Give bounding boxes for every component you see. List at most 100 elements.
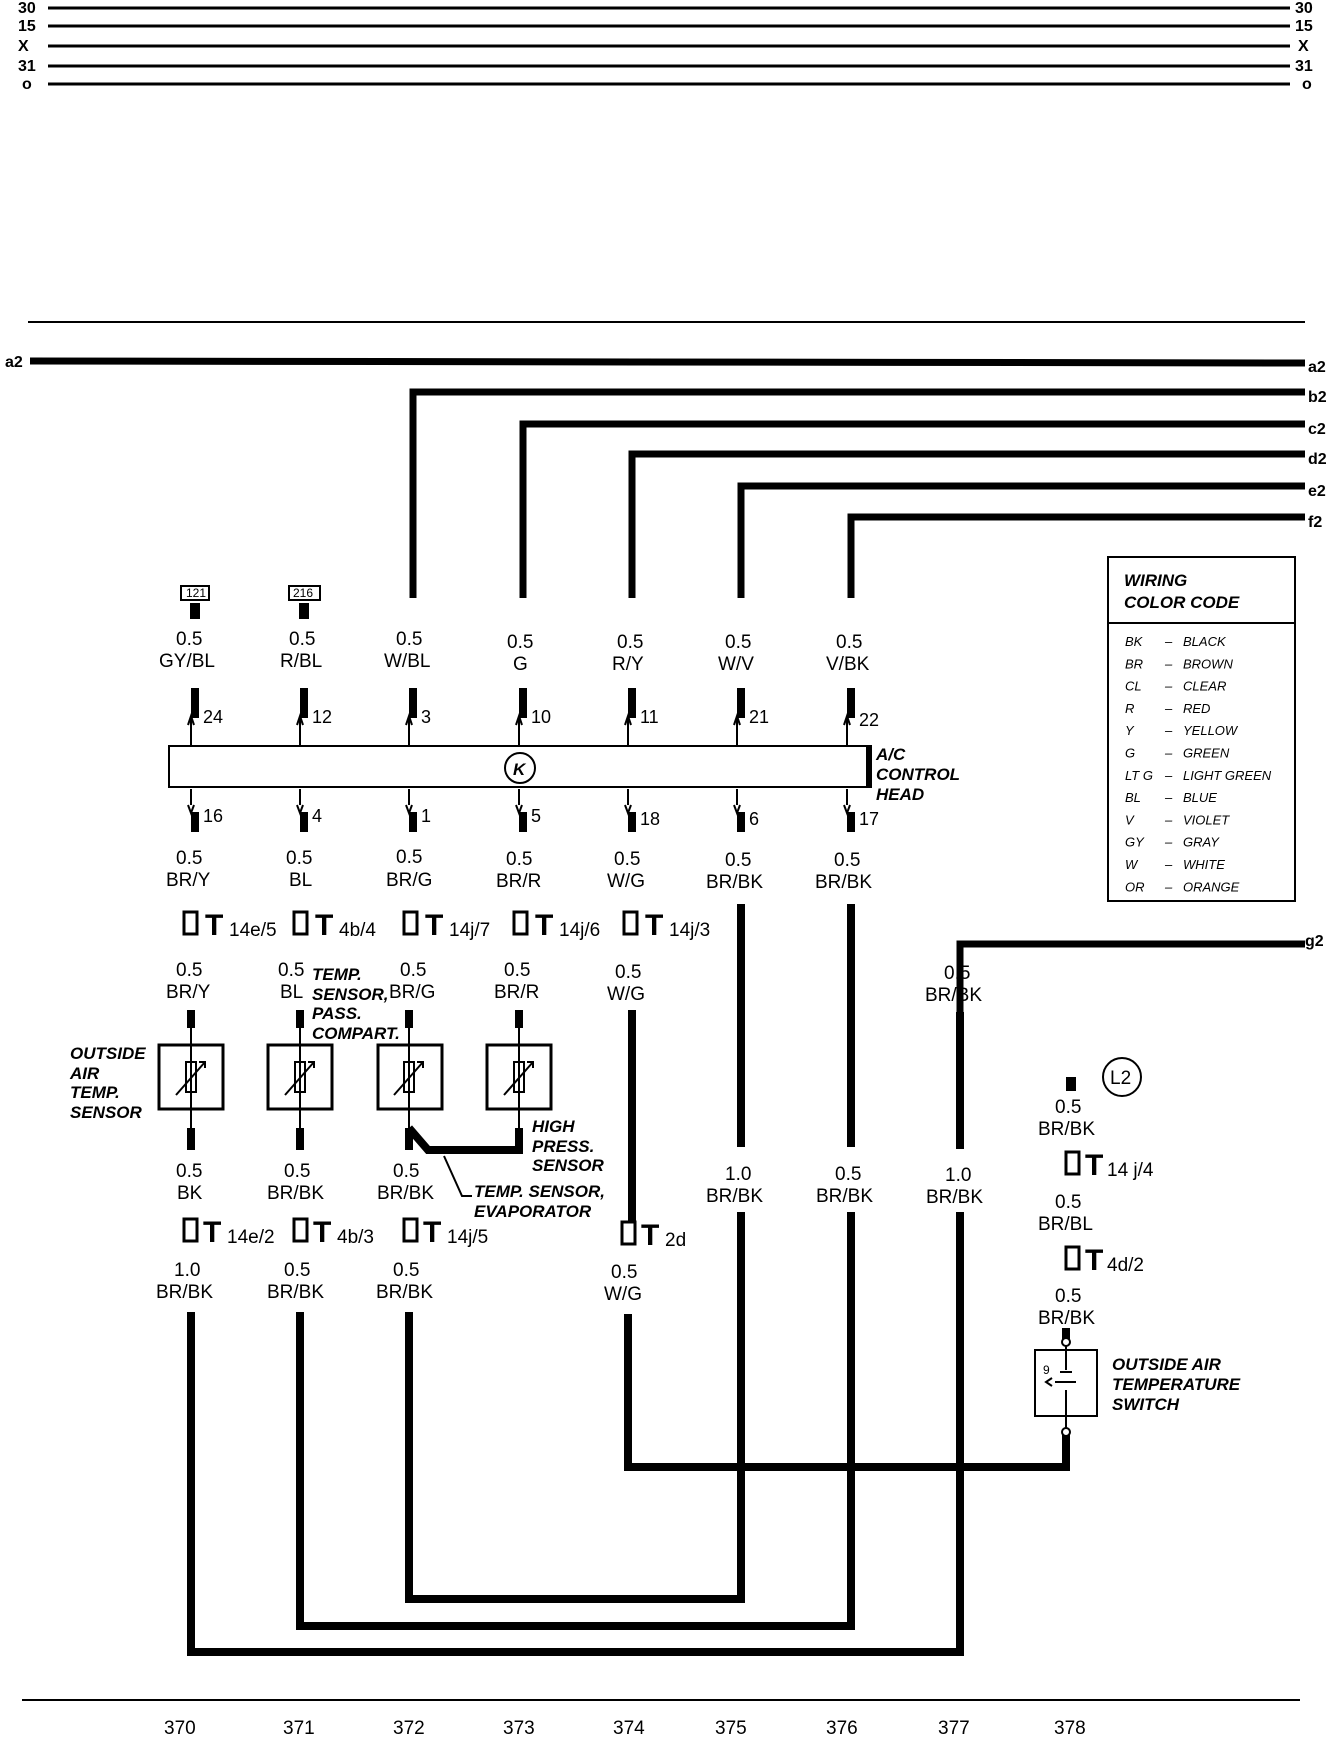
svg-text:1.0: 1.0 (725, 1164, 751, 1185)
svg-text:0.5: 0.5 (284, 1161, 310, 1182)
svg-text:0.5: 0.5 (725, 850, 751, 871)
legend-name: BLACK (1183, 634, 1227, 649)
temp-sensors (157, 1043, 553, 1111)
bottom-wire-labels: 1.0 BR/BK 0.5 BR/BK 0.5 BR/BK 0.5 W/G (156, 1260, 642, 1305)
svg-text:4: 4 (312, 806, 322, 826)
svg-text:BR/Y: BR/Y (166, 982, 211, 1003)
svg-text:0.5: 0.5 (835, 1164, 861, 1185)
svg-text:K: K (513, 760, 527, 779)
svg-text:11: 11 (640, 707, 659, 727)
svg-text:374: 374 (613, 1718, 645, 1739)
svg-text:G: G (513, 654, 528, 675)
svg-text:0.5: 0.5 (944, 963, 970, 984)
legend-dash: – (1164, 723, 1173, 738)
svg-text:0.5: 0.5 (504, 960, 530, 981)
legend-name: LIGHT GREEN (1183, 768, 1272, 783)
svg-text:BR/BK: BR/BK (1038, 1308, 1095, 1329)
svg-text:T: T (313, 1216, 331, 1249)
svg-text:W/BL: W/BL (384, 651, 430, 672)
svg-text:0.5: 0.5 (725, 632, 751, 653)
bus-label-31-right: 31 (1295, 58, 1313, 75)
svg-text:BL: BL (289, 870, 312, 891)
svg-text:9: 9 (1043, 1363, 1050, 1377)
wire-e2 (737, 482, 1305, 598)
bus-label-15-right: 15 (1295, 18, 1313, 35)
legend-dash: – (1164, 746, 1173, 761)
svg-text:0.5: 0.5 (278, 960, 304, 981)
legend-code: OR (1125, 879, 1145, 894)
svg-text:V/BK: V/BK (826, 654, 870, 675)
svg-text:0.5: 0.5 (507, 632, 533, 653)
legend-code: CL (1125, 679, 1142, 694)
top-wire-labels: 0.5 GY/BL 0.5 R/BL 0.5 W/BL 0.5 G 0.5 R/… (159, 629, 870, 675)
legend-name: BROWN (1183, 656, 1233, 671)
svg-text:TEMPERATURE: TEMPERATURE (1112, 1375, 1241, 1394)
wiring-color-legend: WIRING COLOR CODE BK–BLACKBR–BROWNCL–CLE… (1107, 556, 1296, 902)
svg-text:T: T (645, 909, 663, 942)
svg-text:T: T (425, 909, 443, 942)
svg-text:370: 370 (164, 1718, 196, 1739)
legend-rows: BK–BLACKBR–BROWNCL–CLEARR–REDY–YELLOWG–G… (1125, 634, 1272, 894)
terminals-row1: T 14e/5 T 4b/4 T 14j/7 T 14j/6 T 14j/3 (182, 909, 710, 942)
svg-text:BR/G: BR/G (389, 982, 435, 1003)
svg-text:2d: 2d (665, 1230, 686, 1251)
bus-label-o-right: o (1302, 76, 1312, 93)
svg-text:17: 17 (859, 809, 879, 829)
legend-code: GY (1125, 835, 1145, 850)
svg-text:T: T (641, 1219, 659, 1252)
svg-text:WIRING: WIRING (1124, 571, 1187, 590)
svg-text:4d/2: 4d/2 (1107, 1255, 1144, 1276)
svg-text:TEMP.: TEMP. (70, 1083, 120, 1102)
svg-text:376: 376 (826, 1718, 858, 1739)
svg-text:0.5: 0.5 (400, 960, 426, 981)
svg-text:14e/5: 14e/5 (229, 920, 277, 941)
svg-text:4b/3: 4b/3 (337, 1227, 374, 1248)
svg-text:121: 121 (186, 586, 206, 600)
terminal-14e2: T 14e/2 (182, 1216, 275, 1249)
svg-text:375: 375 (715, 1718, 747, 1739)
svg-text:0.5: 0.5 (176, 848, 202, 869)
sensor-wire-labels-below: 0.5 BK 0.5 BR/BK 0.5 BR/BK 1.0 BR/BK 0.5… (176, 1161, 983, 1208)
control-head-top-pin-arrows (187, 712, 851, 745)
svg-text:0.5: 0.5 (1055, 1192, 1081, 1213)
svg-text:HIGH: HIGH (532, 1117, 575, 1136)
control-head-label: A/C CONTROL HEAD (875, 745, 960, 804)
ground-return-wires (187, 1212, 1070, 1656)
legend-name: GRAY (1183, 835, 1220, 850)
svg-text:0.5: 0.5 (176, 1161, 202, 1182)
wire-a2 (29, 357, 1306, 367)
svg-text:BR/G: BR/G (386, 870, 432, 891)
svg-text:W/V: W/V (718, 654, 754, 675)
svg-text:1.0: 1.0 (174, 1260, 200, 1281)
label-a2-left: a2 (5, 354, 23, 371)
legend-name: CLEAR (1183, 679, 1226, 694)
sensor-link-wire (405, 1125, 523, 1154)
bus-label-o-left: o (22, 76, 32, 93)
label-a2-right: a2 (1308, 359, 1326, 376)
svg-text:W/G: W/G (604, 1284, 642, 1305)
svg-text:0.5: 0.5 (396, 847, 422, 868)
svg-text:R/Y: R/Y (612, 654, 644, 675)
label-b2: b2 (1308, 389, 1327, 406)
svg-text:0.5: 0.5 (176, 960, 202, 981)
svg-text:378: 378 (1054, 1718, 1086, 1739)
wire-f2 (847, 513, 1305, 598)
terminal-14e5: T 14e/5 (182, 909, 277, 942)
svg-text:T: T (203, 1216, 221, 1249)
svg-text:OUTSIDE AIR: OUTSIDE AIR (1112, 1355, 1222, 1374)
svg-text:BK: BK (177, 1183, 203, 1204)
svg-text:SENSOR,: SENSOR, (312, 985, 389, 1004)
svg-text:0.5: 0.5 (836, 632, 862, 653)
mid-wire-labels: 0.5 BR/Y 0.5 BL 0.5 BR/G 0.5 BR/R 0.5 W/… (166, 847, 872, 893)
bus-label-x-left: X (18, 38, 29, 55)
svg-text:CONTROL: CONTROL (876, 765, 960, 784)
svg-text:373: 373 (503, 1718, 535, 1739)
bus-label-30-left: 30 (18, 0, 36, 17)
wire-b2 (409, 388, 1305, 598)
svg-text:BR/BK: BR/BK (706, 872, 763, 893)
svg-text:377: 377 (938, 1718, 970, 1739)
svg-text:SENSOR: SENSOR (532, 1156, 605, 1175)
svg-text:0.5: 0.5 (617, 632, 643, 653)
svg-text:A/C: A/C (875, 745, 906, 764)
svg-text:BR/BK: BR/BK (267, 1183, 324, 1204)
